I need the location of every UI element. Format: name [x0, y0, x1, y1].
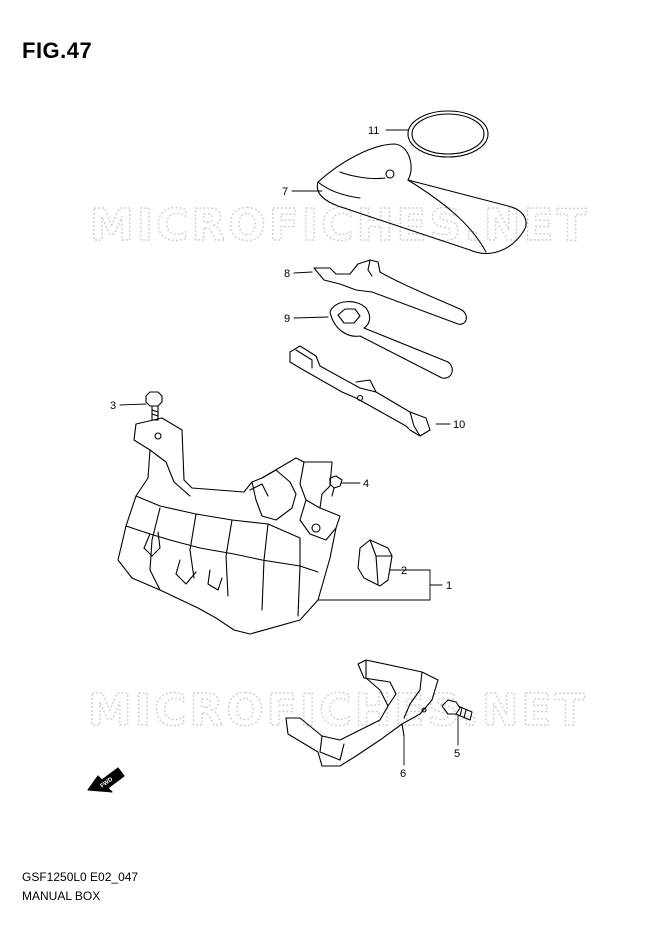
- callout-4: 4: [363, 478, 369, 490]
- diagram-code: GSF1250L0 E02_047: [22, 870, 139, 884]
- extension-bar-part: [289, 345, 431, 437]
- fwd-arrow-icon: [87, 767, 125, 793]
- callout-8: 8: [284, 268, 290, 280]
- watermark-top: MICROFICHES.NET: [90, 200, 590, 251]
- bracket-part: [285, 659, 439, 767]
- diagram-name: MANUAL BOX: [22, 889, 101, 903]
- leader-lines: [119, 129, 459, 766]
- callout-11: 11: [368, 125, 379, 137]
- watermark-bottom: MICROFICHES.NET: [88, 685, 588, 736]
- tool-bag-part: [316, 143, 527, 254]
- o-ring-part: [407, 110, 489, 158]
- callout-3: 3: [110, 400, 116, 412]
- cushion-part: [357, 539, 393, 587]
- box-wrench-part: [329, 301, 453, 379]
- callout-5: 5: [454, 748, 460, 760]
- callout-9: 9: [284, 313, 290, 325]
- callout-7: 7: [282, 186, 288, 198]
- screw-part-3: [145, 391, 163, 421]
- callout-1: 1: [446, 580, 452, 592]
- callout-2: 2: [401, 565, 407, 577]
- manual-box-part: [117, 417, 341, 635]
- bolt-part-5: [441, 699, 473, 721]
- wrench-part: [313, 259, 467, 325]
- callout-10: 10: [453, 419, 465, 431]
- callout-6: 6: [400, 768, 406, 780]
- screw-part-4: [329, 475, 343, 497]
- figure-title: FIG.47: [22, 38, 93, 63]
